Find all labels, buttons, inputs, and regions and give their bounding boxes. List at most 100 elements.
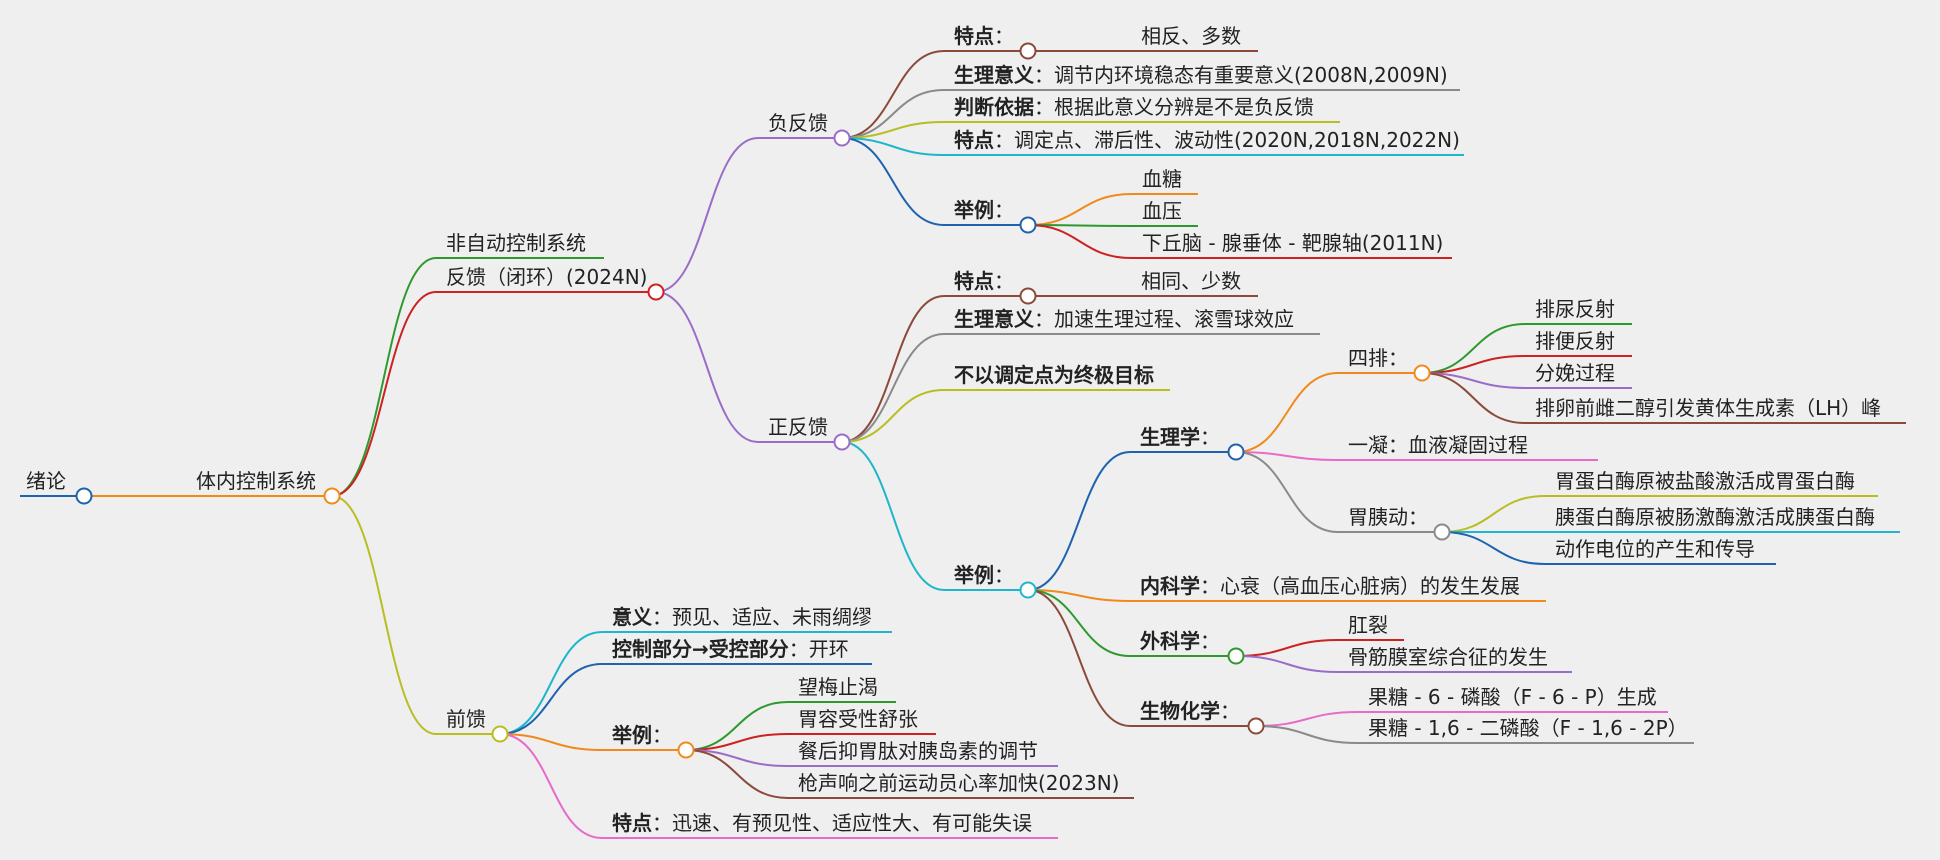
node-circle-panc xyxy=(1433,523,1451,541)
label-neg_sig-bold: 生理意义 xyxy=(954,63,1034,87)
node-circle-neg_trait xyxy=(1019,42,1037,60)
label-ff_mean: 意义：预见、适应、未雨绸缪 xyxy=(612,606,872,628)
label-pos_trait-text: ： 相同、少数 xyxy=(994,269,1242,293)
label-neg_judge-bold: 判断依据 xyxy=(954,95,1034,119)
connector-pos_goal xyxy=(841,389,945,443)
label-root: 绪论 xyxy=(26,469,66,493)
label-neg_ex1: 血糖 xyxy=(1142,167,1182,191)
node-circle-pos xyxy=(833,433,851,451)
connector-neg_sig xyxy=(841,89,945,139)
label-internal: 内科学：心衰（高血压心脏病）的发生发展 xyxy=(1140,575,1520,597)
label-neg_judge-text: ：根据此意义分辨是不是负反馈 xyxy=(1034,95,1314,119)
label-neg_ex3: 下丘脑 - 腺垂体 - 靶腺轴(2011N) xyxy=(1142,231,1444,255)
label-coag: 一凝：血液凝固过程 xyxy=(1348,433,1528,457)
connector-neg_trait2 xyxy=(841,137,945,156)
connector-pos_ex xyxy=(841,441,945,591)
label-neg_sig: 生理意义：调节内环境稳态有重要意义(2008N,2009N) xyxy=(954,64,1448,86)
label-panc: 胃胰动： xyxy=(1348,505,1428,529)
connector-physio xyxy=(1027,451,1131,591)
label-pos_goal-bold: 不以调定点为终极目标 xyxy=(954,363,1154,387)
label-surg2: 骨筋膜室综合征的发生 xyxy=(1348,645,1548,669)
label-ff_trait-text: ：迅速、有预见性、适应性大、有可能失误 xyxy=(652,811,1032,835)
nodes-layer xyxy=(75,42,1451,759)
label-internal-bold: 内科学 xyxy=(1140,574,1200,598)
label-biochem-text: ： xyxy=(1220,699,1240,723)
label-internal-text: ：心衰（高血压心脏病）的发生发展 xyxy=(1200,574,1520,598)
node-circle-pos_ex xyxy=(1019,581,1037,599)
label-neg_trait-bold: 特点 xyxy=(954,24,994,48)
label-neg_ex-text: ： xyxy=(994,198,1014,222)
label-pos_trait: 特点： 相同、少数 xyxy=(954,270,1241,292)
label-neg_trait2-bold: 特点 xyxy=(954,128,994,152)
label-pos_goal: 不以调定点为终极目标 xyxy=(954,364,1154,386)
node-circle-neg xyxy=(833,129,851,147)
label-ff: 前馈 xyxy=(446,707,486,731)
node-circle-ff xyxy=(491,725,509,743)
node-circle-feedback xyxy=(647,283,665,301)
label-four2: 排便反射 xyxy=(1535,329,1615,353)
label-nonauto: 非自动控制系统 xyxy=(446,231,586,255)
label-physio-text: ： xyxy=(1200,425,1220,449)
connector-biochem xyxy=(1027,589,1131,727)
label-ff_mean-text: ：预见、适应、未雨绸缪 xyxy=(652,605,872,629)
label-panc2: 胰蛋白酶原被肠激酶激活成胰蛋白酶 xyxy=(1555,505,1875,529)
label-ff_ex-text: ： xyxy=(652,723,672,747)
connector-four xyxy=(1235,372,1339,453)
connector-ff_ctrl xyxy=(499,663,603,735)
connector-nonauto xyxy=(331,257,437,497)
connector-neg_ex1 xyxy=(1027,193,1133,226)
label-neg_ex2: 血压 xyxy=(1142,199,1182,223)
label-bio1: 果糖 - 6 - 磷酸（F - 6 - P）生成 xyxy=(1368,685,1657,709)
node-circle-pos_trait xyxy=(1019,287,1037,305)
connector-panc1 xyxy=(1441,495,1546,533)
label-physio-bold: 生理学 xyxy=(1140,425,1200,449)
connector-ff_ex xyxy=(499,733,603,751)
label-neg_ex-bold: 举例 xyxy=(954,198,994,222)
node-circle-ff_ex xyxy=(677,741,695,759)
label-ff_ctrl-bold: 控制部分→受控部分 xyxy=(612,637,789,661)
node-circle-four xyxy=(1413,364,1431,382)
label-ff_ctrl: 控制部分→受控部分：开环 xyxy=(612,638,849,660)
connector-ff_trait xyxy=(499,733,603,839)
connector-ff xyxy=(331,495,437,735)
connector-ff_ex4 xyxy=(685,749,789,799)
label-system: 体内控制系统 xyxy=(196,469,316,493)
label-pos_ex-text: ： xyxy=(994,563,1014,587)
label-pos_trait-bold: 特点 xyxy=(954,269,994,293)
label-neg: 负反馈 xyxy=(768,111,828,135)
connector-internal xyxy=(1027,589,1131,602)
node-circle-neg_ex xyxy=(1019,216,1037,234)
connector-ff_ex2 xyxy=(685,733,789,751)
label-surg1: 肛裂 xyxy=(1348,613,1388,637)
label-ff_ex-bold: 举例 xyxy=(612,723,652,747)
label-pos: 正反馈 xyxy=(768,415,828,439)
label-ff_ctrl-text: ：开环 xyxy=(788,637,849,661)
label-ff_trait-bold: 特点 xyxy=(612,811,652,835)
connector-surg2 xyxy=(1235,655,1339,673)
connector-feedback xyxy=(331,291,437,497)
label-ff_ex1: 望梅止渴 xyxy=(798,675,878,699)
label-ff_trait: 特点：迅速、有预见性、适应性大、有可能失误 xyxy=(612,812,1032,834)
label-neg_trait2: 特点：调定点、滞后性、波动性(2020N,2018N,2022N) xyxy=(954,129,1460,151)
label-surg-bold: 外科学 xyxy=(1140,629,1200,653)
connector-four1 xyxy=(1421,323,1526,374)
label-pos_sig: 生理意义：加速生理过程、滚雪球效应 xyxy=(954,308,1294,330)
node-circle-physio xyxy=(1227,443,1245,461)
label-four4: 排卵前雌二醇引发黄体生成素（LH）峰 xyxy=(1535,396,1882,420)
label-neg_trait-text: ： 相反、多数 xyxy=(994,24,1242,48)
label-pos_ex-bold: 举例 xyxy=(954,563,994,587)
label-pos_sig-bold: 生理意义 xyxy=(954,307,1034,331)
label-ff_ex: 举例： xyxy=(612,724,672,746)
label-ff_ex3: 餐后抑胃肽对胰岛素的调节 xyxy=(798,739,1038,763)
label-physio: 生理学： xyxy=(1140,426,1220,448)
connector-ff_ex1 xyxy=(685,701,789,751)
label-biochem-bold: 生物化学 xyxy=(1140,699,1220,723)
connector-neg_judge xyxy=(841,121,945,139)
label-bio2: 果糖 - 1,6 - 二磷酸（F - 1,6 - 2P） xyxy=(1368,716,1688,740)
connector-ff_mean xyxy=(499,631,603,735)
node-circle-root xyxy=(75,487,93,505)
node-circle-surg xyxy=(1227,647,1245,665)
label-panc3: 动作电位的产生和传导 xyxy=(1555,537,1755,561)
connector-pos xyxy=(655,291,759,443)
